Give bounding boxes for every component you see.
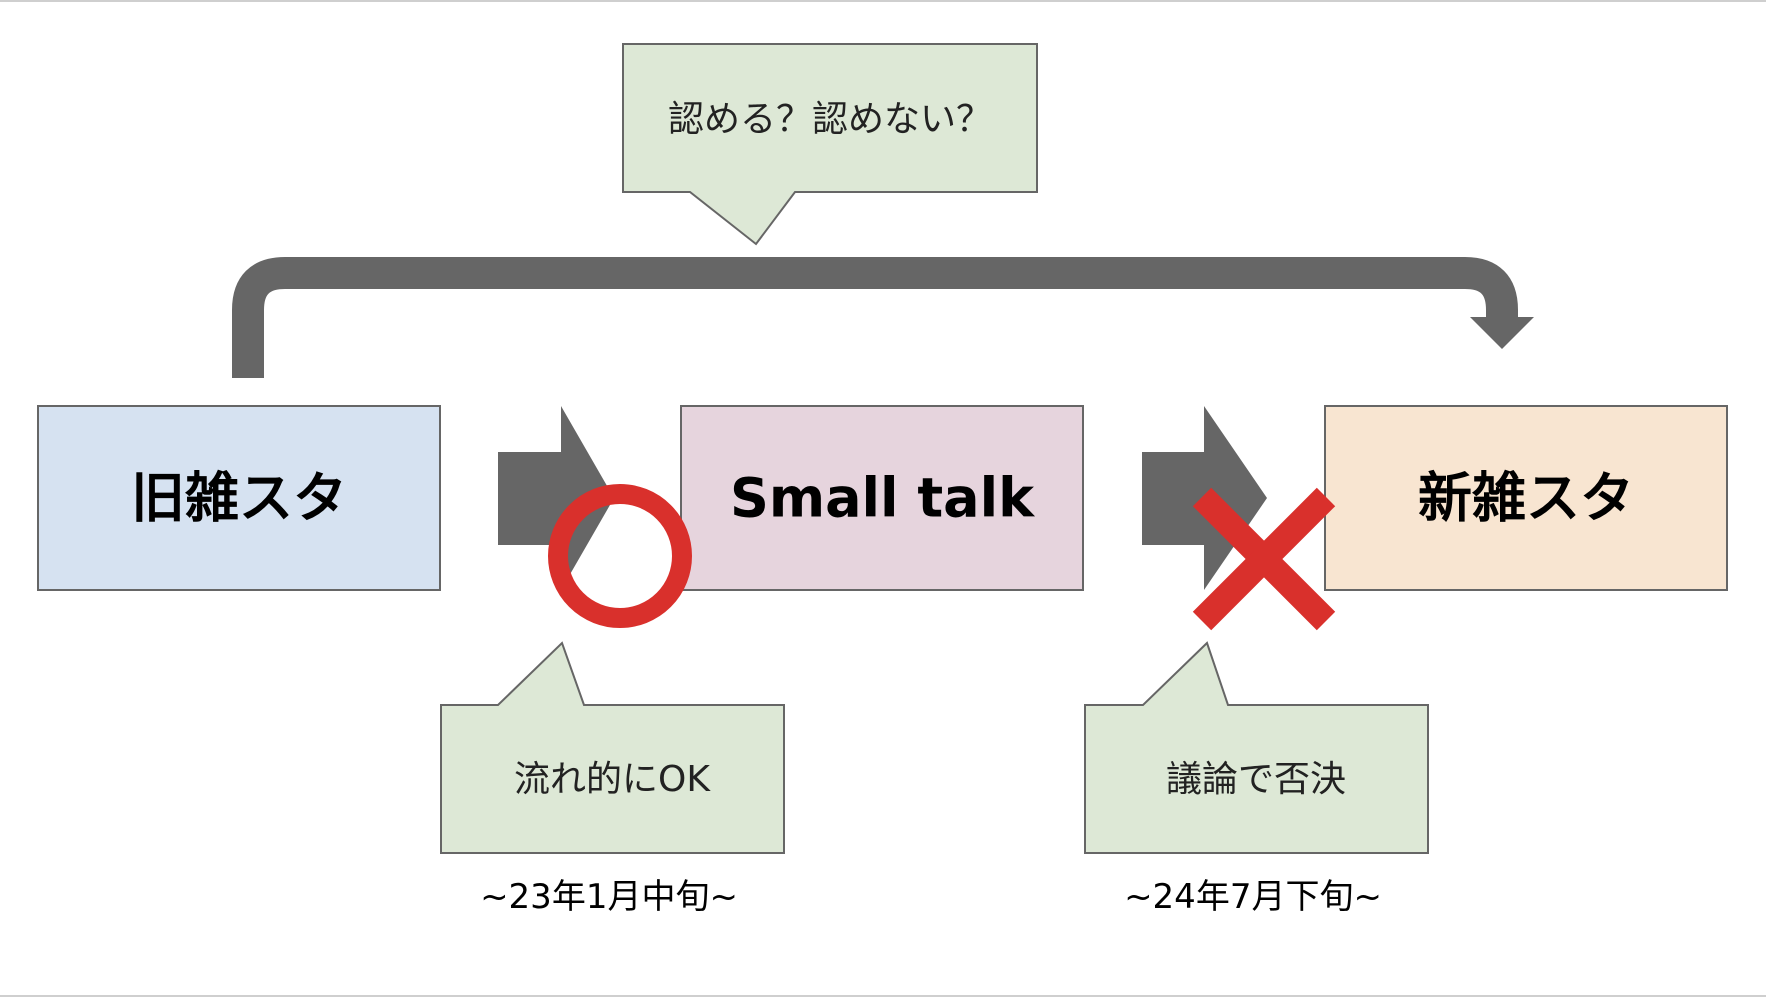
date-right: ~24年7月下旬~ [1124, 877, 1382, 917]
node-new-box [1324, 405, 1728, 591]
circle-mark-icon [548, 484, 692, 628]
node-small-talk: Small talk [680, 405, 1084, 591]
node-old: 旧雑スタ [37, 405, 441, 591]
node-old-box [37, 405, 441, 591]
node-new-label: 新雑スタ [1418, 467, 1634, 530]
callout-top-text: 認める？認めない？ [668, 99, 992, 140]
callout-left-shape [440, 641, 785, 854]
callout-top: 認める？認めない？ [622, 43, 1038, 246]
bent-arrow-head [1470, 317, 1534, 349]
node-small-talk-box [680, 405, 1084, 591]
callout-right-text: 議論で否決 [1166, 759, 1346, 800]
bent-arrow [232, 257, 1534, 378]
callout-left-text: 流れ的にOK [514, 759, 711, 800]
cross-mark-icon [1192, 487, 1336, 631]
date-left: ~23年1月中旬~ [480, 877, 738, 917]
callout-right: 議論で否決 [1084, 641, 1429, 854]
callout-right-shape [1084, 641, 1429, 854]
arrow-old-to-smalltalk [498, 406, 614, 590]
node-new: 新雑スタ [1324, 405, 1728, 591]
node-small-talk-label: Small talk [730, 467, 1035, 530]
callout-left: 流れ的にOK [440, 641, 785, 854]
node-old-label: 旧雑スタ [131, 467, 347, 530]
callout-top-shape [622, 43, 1038, 246]
bent-arrow-shaft [232, 257, 1518, 378]
